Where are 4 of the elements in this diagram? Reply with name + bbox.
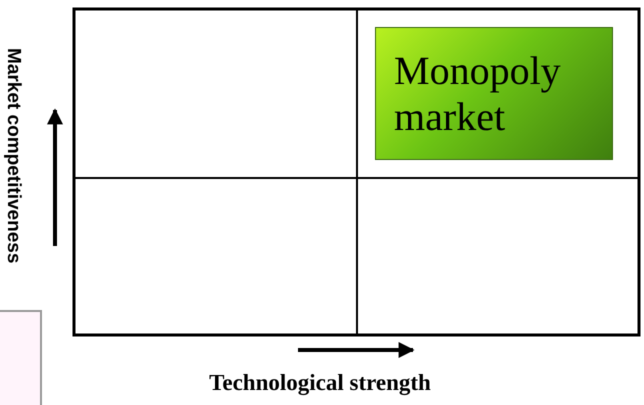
quadrant-box <box>375 27 613 160</box>
axis-title: Technological strength <box>208 370 432 396</box>
axis-title: Market competitiveness <box>2 46 25 266</box>
quadrant-label: Monopoly market <box>394 48 562 140</box>
